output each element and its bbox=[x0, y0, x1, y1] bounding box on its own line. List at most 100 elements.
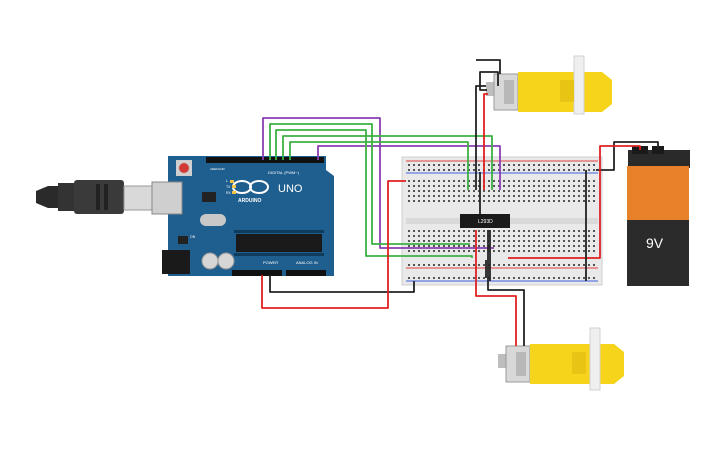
breadboard-hole bbox=[488, 230, 490, 232]
breadboard-hole bbox=[468, 169, 470, 171]
wire-green-1[interactable] bbox=[269, 123, 470, 245]
breadboard-hole bbox=[513, 190, 515, 192]
breadboard-hole bbox=[518, 190, 520, 192]
usb-cable-icon[interactable] bbox=[36, 180, 155, 214]
analog-header[interactable] bbox=[286, 270, 326, 276]
breadboard-hole bbox=[563, 235, 565, 237]
breadboard-hole bbox=[593, 190, 595, 192]
breadboard-hole bbox=[588, 250, 590, 252]
breadboard-hole bbox=[548, 245, 550, 247]
wire-purple-2[interactable] bbox=[317, 145, 501, 190]
breadboard-hole bbox=[478, 240, 480, 242]
usb-jack bbox=[151, 181, 183, 215]
l293d-driver-chip[interactable]: L293D bbox=[460, 214, 510, 228]
breadboard-hole bbox=[583, 190, 585, 192]
digital-header[interactable] bbox=[206, 157, 324, 163]
breadboard-hole bbox=[438, 235, 440, 237]
breadboard-hole bbox=[528, 250, 530, 252]
breadboard-hole bbox=[528, 190, 530, 192]
small-chip bbox=[178, 236, 188, 244]
breadboard-hole bbox=[563, 195, 565, 197]
breadboard-hole bbox=[468, 264, 470, 266]
breadboard-hole bbox=[468, 185, 470, 187]
wire-black-ground[interactable] bbox=[269, 275, 415, 293]
breadboard-hole bbox=[433, 235, 435, 237]
arduino-uno-board[interactable]: UNO ARDUINO DIGITAL (PWM~) POWER ANALOG … bbox=[151, 156, 334, 276]
breadboard-hole bbox=[478, 200, 480, 202]
breadboard-hole bbox=[428, 230, 430, 232]
breadboard-hole bbox=[488, 190, 490, 192]
breadboard-hole bbox=[523, 277, 525, 279]
wire-motor-top-red[interactable] bbox=[483, 93, 488, 190]
breadboard-hole bbox=[463, 250, 465, 252]
breadboard-hole bbox=[448, 169, 450, 171]
breadboard-hole bbox=[458, 185, 460, 187]
breadboard-hole bbox=[533, 200, 535, 202]
breadboard-hole bbox=[468, 180, 470, 182]
wire-motor-bottom-red[interactable] bbox=[475, 230, 517, 346]
breadboard-hole bbox=[583, 240, 585, 242]
wire-red-5v[interactable] bbox=[261, 180, 406, 309]
breadboard-hole bbox=[573, 169, 575, 171]
reset-button-icon[interactable] bbox=[176, 160, 192, 176]
breadboard-hole bbox=[578, 200, 580, 202]
breadboard-hole bbox=[583, 195, 585, 197]
breadboard-hole bbox=[593, 235, 595, 237]
breadboard-hole bbox=[473, 264, 475, 266]
wire-purple-1[interactable] bbox=[262, 117, 494, 249]
breadboard-hole bbox=[443, 164, 445, 166]
breadboard-hole bbox=[573, 264, 575, 266]
wire-motor-top-black[interactable] bbox=[475, 85, 486, 190]
breadboard-hole bbox=[558, 180, 560, 182]
breadboard-hole bbox=[503, 164, 505, 166]
breadboard-hole bbox=[593, 185, 595, 187]
wire-green-3[interactable] bbox=[282, 135, 493, 190]
wire-motor-top-link[interactable] bbox=[479, 71, 499, 91]
breadboard-hole bbox=[448, 200, 450, 202]
wire-green-2[interactable] bbox=[275, 129, 473, 258]
breadboard[interactable] bbox=[401, 156, 603, 286]
breadboard-hole bbox=[588, 277, 590, 279]
dc-motor-bottom[interactable] bbox=[498, 327, 624, 391]
breadboard-hole bbox=[508, 240, 510, 242]
capacitor bbox=[217, 252, 235, 270]
breadboard-hole bbox=[453, 164, 455, 166]
breadboard-hole bbox=[583, 180, 585, 182]
breadboard-hole bbox=[513, 180, 515, 182]
breadboard-hole bbox=[453, 180, 455, 182]
breadboard-hole bbox=[448, 164, 450, 166]
breadboard-hole bbox=[418, 250, 420, 252]
wire-green-4[interactable] bbox=[289, 141, 469, 190]
breadboard-hole bbox=[553, 245, 555, 247]
dc-motor-top[interactable] bbox=[486, 55, 612, 115]
power-header[interactable] bbox=[232, 270, 282, 276]
breadboard-hole bbox=[533, 180, 535, 182]
breadboard-hole bbox=[523, 195, 525, 197]
breadboard-hole bbox=[458, 235, 460, 237]
breadboard-hole bbox=[533, 277, 535, 279]
breadboard-hole bbox=[443, 195, 445, 197]
wire-battery-black[interactable] bbox=[596, 141, 659, 171]
breadboard-hole bbox=[513, 250, 515, 252]
wire-motor-top-black-2[interactable] bbox=[476, 59, 501, 74]
breadboard-hole bbox=[503, 235, 505, 237]
breadboard-hole bbox=[478, 164, 480, 166]
wire-battery-red[interactable] bbox=[508, 145, 641, 259]
breadboard-hole bbox=[593, 240, 595, 242]
breadboard-hole bbox=[498, 190, 500, 192]
battery-9v[interactable]: 9V bbox=[627, 146, 690, 286]
breadboard-hole bbox=[553, 195, 555, 197]
breadboard-hole bbox=[468, 200, 470, 202]
breadboard-hole bbox=[428, 250, 430, 252]
breadboard-hole bbox=[588, 195, 590, 197]
breadboard-hole bbox=[438, 264, 440, 266]
breadboard-hole bbox=[578, 240, 580, 242]
breadboard-hole bbox=[583, 250, 585, 252]
breadboard-hole bbox=[528, 230, 530, 232]
breadboard-hole bbox=[463, 185, 465, 187]
breadboard-hole bbox=[423, 195, 425, 197]
breadboard-hole bbox=[478, 277, 480, 279]
breadboard-hole bbox=[503, 250, 505, 252]
wire-motor-bottom-black[interactable] bbox=[487, 230, 525, 346]
breadboard-hole bbox=[528, 195, 530, 197]
